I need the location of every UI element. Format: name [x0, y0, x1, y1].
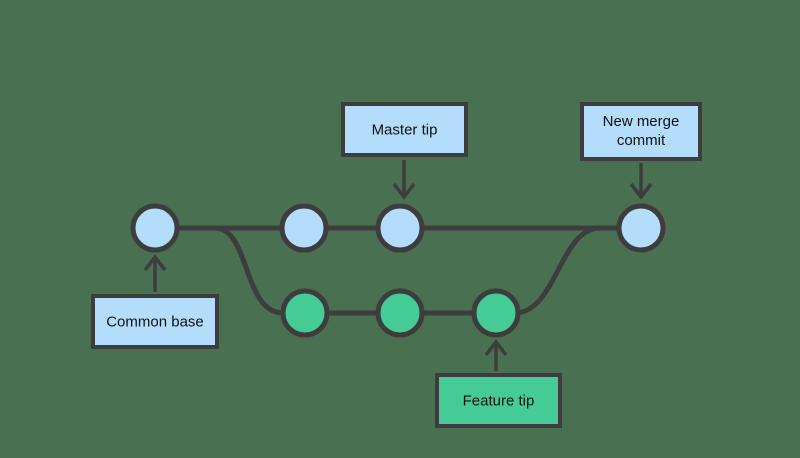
callout-feature-tip-arrow-head	[484, 339, 508, 357]
edge-merge-in-curve	[514, 225, 601, 316]
callout-new-merge-commit-label-line1: New merge	[603, 113, 680, 130]
edge-layer	[177, 225, 619, 316]
callout-master-tip-box[interactable]	[341, 102, 468, 157]
callout-common-base[interactable]: Common base	[91, 254, 219, 349]
callout-new-merge-commit-arrow-head	[629, 182, 653, 200]
master-branch-nodes	[130, 203, 666, 253]
callout-common-base-box[interactable]	[91, 294, 219, 349]
callout-new-merge-commit[interactable]: New merge commit	[580, 102, 702, 200]
callout-common-base-arrow-head	[143, 254, 167, 272]
callout-new-merge-commit-box[interactable]	[580, 102, 702, 161]
commit-node-feature-2[interactable]	[375, 288, 425, 338]
callout-feature-tip[interactable]: Feature tip	[435, 339, 562, 428]
callout-master-tip-arrow-head	[392, 182, 416, 200]
commit-node-master-1[interactable]	[279, 203, 329, 253]
callout-master-tip[interactable]: Master tip	[341, 102, 468, 200]
feature-branch-nodes	[280, 288, 521, 338]
callout-common-base-label: Common base	[106, 313, 204, 330]
callout-feature-tip-label: Feature tip	[463, 392, 535, 409]
commit-node-merge-commit[interactable]	[616, 203, 666, 253]
commit-node-common-base[interactable]	[130, 203, 180, 253]
commit-node-feature-tip[interactable]	[471, 288, 521, 338]
callout-feature-tip-box[interactable]	[435, 373, 562, 428]
callout-master-tip-label: Master tip	[372, 121, 438, 138]
callout-new-merge-commit-label-line2: commit	[617, 132, 666, 149]
commit-node-feature-1[interactable]	[280, 288, 330, 338]
commit-node-master-tip[interactable]	[375, 203, 425, 253]
edge-branch-off-curve	[214, 225, 284, 316]
